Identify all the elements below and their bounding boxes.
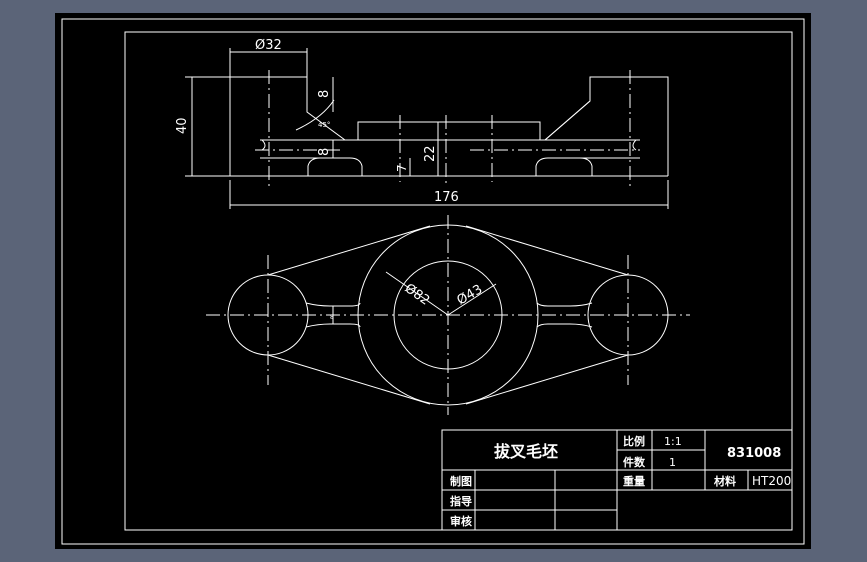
dim-chamfer-angle: 45°: [318, 121, 330, 129]
front-view: [185, 48, 669, 209]
dim-height-7: 7: [395, 164, 409, 172]
review-label: 审核: [450, 514, 472, 528]
guide-label: 指导: [450, 494, 472, 508]
dim-dia-43: Ø43: [455, 282, 486, 308]
dim-8-lower: 8: [317, 148, 332, 156]
quantity-label: 件数: [623, 455, 646, 469]
dim-length-176: 176: [434, 190, 459, 205]
dim-web-thickness: 8: [330, 314, 334, 321]
inner-border: [124, 31, 793, 531]
dim-height-22: 22: [423, 145, 438, 162]
material-value: HT200: [752, 474, 791, 488]
dim-dia-82: Ø82: [402, 281, 433, 309]
drawing-number: 831008: [727, 446, 781, 461]
scale-value: 1:1: [664, 435, 682, 448]
dim-8-upper: 8: [317, 90, 332, 98]
quantity-value: 1: [669, 456, 676, 469]
dim-height-40: 40: [175, 117, 190, 134]
title-block: [441, 429, 793, 531]
drawn-label: 制图: [450, 474, 472, 488]
weight-label: 重量: [623, 474, 645, 488]
scale-label: 比例: [623, 434, 645, 448]
material-label: 材料: [714, 474, 736, 488]
outer-border: [61, 18, 805, 545]
dim-dia-32: Ø32: [255, 38, 282, 53]
drawing-sheet: [55, 13, 811, 549]
part-name: 拔叉毛坯: [494, 442, 558, 461]
top-view: [206, 215, 690, 415]
